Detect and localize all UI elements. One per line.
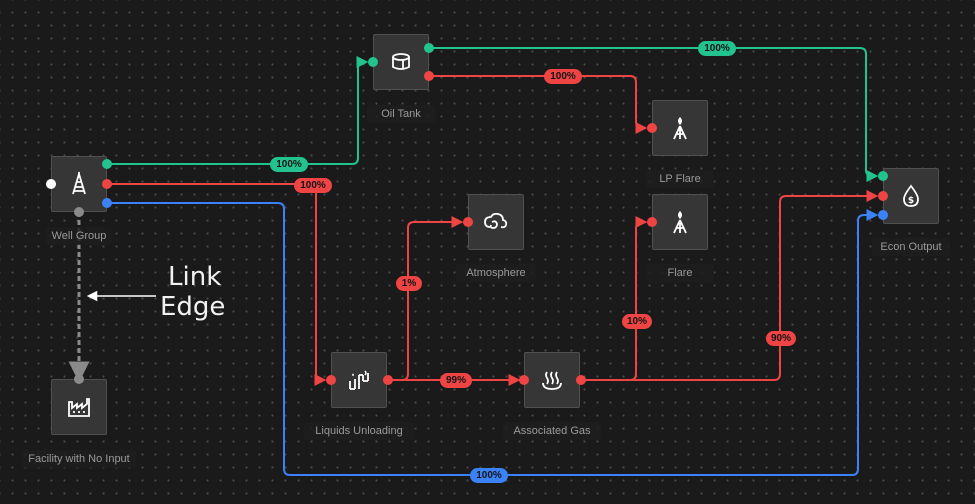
node-label-well-group: Well Group	[46, 227, 112, 245]
node-label-liquids-unloading: Liquids Unloading	[304, 422, 414, 440]
tank-icon	[392, 53, 410, 70]
port-well-group-out-green[interactable]	[102, 159, 112, 169]
liquids-unloading-icon	[349, 370, 369, 390]
port-well-group-out-blue[interactable]	[102, 198, 112, 208]
edge-associated-gas-flare[interactable]	[581, 216, 648, 381]
edge-label-associated-gas-econ: 90%	[766, 331, 796, 346]
gas-heat-icon	[542, 371, 562, 390]
node-label-facility: Facility with No Input	[22, 450, 136, 468]
node-label-econ-output: Econ Output	[872, 238, 950, 256]
node-well-group[interactable]	[51, 156, 107, 212]
node-econ-output[interactable]: $	[883, 168, 939, 224]
edge-oil-tank-econ-output[interactable]	[429, 47, 879, 182]
node-liquids-unloading[interactable]	[331, 352, 387, 408]
port-well-group-link-out[interactable]	[74, 207, 84, 217]
edge-label-oil-tank-lp-flare: 100%	[544, 69, 582, 84]
edge-label-liquids-associated-gas: 99%	[440, 373, 472, 388]
node-label-associated-gas: Associated Gas	[503, 422, 601, 440]
port-liquids-unloading-in[interactable]	[326, 375, 336, 385]
oil-derrick-icon	[72, 172, 86, 195]
flare-icon	[673, 211, 687, 234]
cloud-icon	[484, 212, 508, 229]
port-econ-output-in-blue[interactable]	[878, 210, 888, 220]
port-well-group-in[interactable]	[46, 179, 56, 189]
port-associated-gas-in[interactable]	[519, 375, 529, 385]
edge-label-liquids-atmosphere: 1%	[396, 276, 422, 291]
node-oil-tank[interactable]	[373, 34, 429, 90]
node-label-oil-tank: Oil Tank	[367, 105, 435, 123]
edge-well-group-oil-tank[interactable]	[107, 56, 369, 165]
port-atmosphere-in[interactable]	[463, 217, 473, 227]
node-atmosphere[interactable]	[468, 194, 524, 250]
flare-icon	[673, 117, 687, 140]
edge-well-group-econ-output[interactable]	[107, 202, 879, 476]
annotation-line-2: Edge	[160, 292, 226, 322]
annotation-link-edge: Link Edge	[160, 262, 240, 322]
annotation-line-1: Link	[168, 262, 222, 292]
port-oil-tank-in[interactable]	[368, 57, 378, 67]
edge-associated-gas-econ-output[interactable]	[581, 190, 879, 381]
node-label-lp-flare: LP Flare	[646, 170, 714, 188]
port-econ-output-in-green[interactable]	[878, 171, 888, 181]
edge-label-associated-gas-flare: 10%	[622, 314, 652, 329]
node-flare[interactable]	[652, 194, 708, 250]
node-facility[interactable]	[51, 379, 107, 435]
factory-icon	[68, 398, 90, 417]
node-associated-gas[interactable]	[524, 352, 580, 408]
edge-oil-tank-lp-flare[interactable]	[429, 75, 648, 134]
port-liquids-unloading-out[interactable]	[383, 375, 393, 385]
edge-label-well-econ-blue: 100%	[470, 468, 508, 483]
edge-label-well-liquids: 100%	[294, 178, 332, 193]
port-associated-gas-out[interactable]	[576, 375, 586, 385]
svg-text:$: $	[908, 196, 914, 206]
port-facility-link-in[interactable]	[74, 374, 84, 384]
port-econ-output-in-red[interactable]	[878, 191, 888, 201]
edge-label-well-oil-tank: 100%	[270, 157, 308, 172]
port-lp-flare-in[interactable]	[647, 123, 657, 133]
edge-liquids-unloading-atmosphere[interactable]	[388, 216, 464, 381]
node-label-atmosphere: Atmosphere	[456, 264, 536, 282]
dollar-drop-icon: $	[903, 184, 919, 207]
node-lp-flare[interactable]	[652, 100, 708, 156]
edge-label-oil-tank-econ: 100%	[698, 41, 736, 56]
port-flare-in[interactable]	[647, 217, 657, 227]
node-label-flare: Flare	[646, 264, 714, 282]
port-oil-tank-out-green[interactable]	[424, 43, 434, 53]
port-oil-tank-out-red[interactable]	[424, 71, 434, 81]
port-well-group-out-red[interactable]	[102, 179, 112, 189]
